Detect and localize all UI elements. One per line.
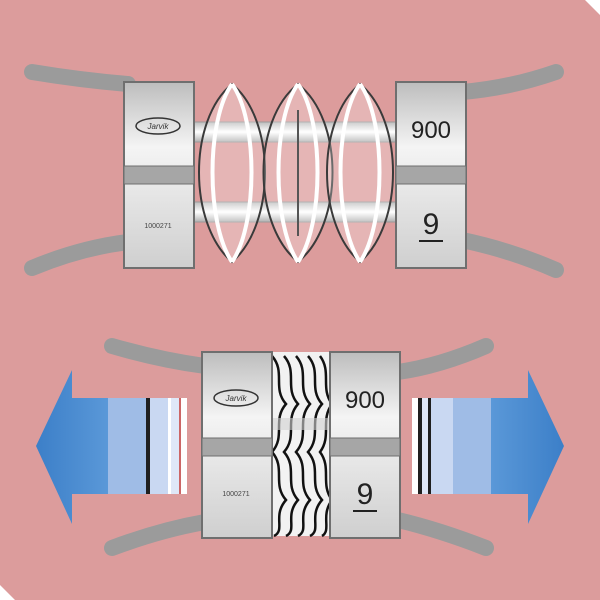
right-clip: 900 9	[395, 81, 467, 269]
wire	[104, 338, 213, 374]
count-label: 9	[423, 208, 440, 241]
wire	[454, 232, 564, 278]
serial-number: 1000271	[222, 491, 249, 498]
right-clip: 900 9	[329, 351, 401, 539]
wire	[390, 512, 494, 556]
count-label: 9	[357, 478, 374, 511]
logo-text: Jarvik	[225, 394, 248, 403]
expanded-mesh	[198, 82, 394, 264]
logo-text: Jarvik	[147, 122, 170, 131]
brand-logo	[213, 389, 259, 407]
top-device: Jarvik 1000271 900 9	[24, 64, 564, 278]
compressed-mesh	[268, 352, 334, 538]
wire	[104, 514, 213, 556]
wire	[390, 338, 494, 380]
left-clip: Jarvik 1000271	[201, 351, 273, 539]
wire	[24, 64, 136, 92]
size-label: 900	[411, 117, 451, 144]
wire	[454, 64, 564, 100]
arrow-right-icon	[412, 370, 564, 524]
left-clip: Jarvik 1000271	[123, 81, 195, 269]
size-label: 900	[345, 387, 385, 414]
wire	[24, 234, 136, 276]
arrow-left-icon	[36, 370, 187, 524]
bottom-device: Jarvik 1000271 900 9	[36, 338, 564, 556]
brand-logo	[135, 117, 181, 135]
serial-number: 1000271	[144, 223, 171, 230]
